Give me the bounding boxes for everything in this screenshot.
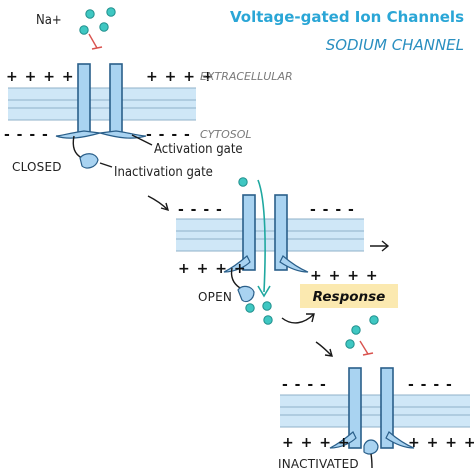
inactivation-gate-tether [72,135,83,159]
sodium-ion [245,303,255,313]
inactivation-gate-pointer [99,162,113,168]
membrane-continues-arrowhead [381,240,390,252]
state-label-closed: CLOSED [12,160,62,174]
sodium-ions-top [79,7,116,35]
positive-charge-inside: + + + + [178,261,247,277]
sodium-ion [79,25,89,35]
membrane [280,395,470,427]
extracellular-label: EXTRACELLULAR [200,70,293,83]
sodium-ion [106,7,116,17]
inactivation-gate-tether [230,267,241,289]
response-label: Response [313,289,386,305]
activation-gate-open [329,431,357,449]
activation-gate-label: Activation gate [154,142,243,157]
inactivation-gate [79,153,99,169]
inactivation-gate-plugged [363,439,379,455]
membrane-bilayer [8,87,196,121]
membrane-bilayer [280,394,470,428]
response-arrow [281,313,315,324]
response-box [300,284,398,308]
channel-subunit [77,63,91,135]
channel-subunit [109,63,123,135]
state-label-open: OPEN [198,290,232,304]
channel-subunit [242,194,256,271]
sodium-influx-arrow [257,179,266,293]
activation-gate-open [385,431,415,449]
step-arrowhead [324,348,333,357]
step-arrow [315,341,333,357]
negative-charge-inside: - - - - [4,127,49,143]
activation-gate-open [279,255,309,273]
negative-charge-outside: - - - - [408,377,453,393]
activation-gate [99,130,147,139]
activation-gate-pointer [131,134,153,146]
sodium-ion [351,325,361,335]
sodium-ion [369,315,379,325]
sodium-ion [345,339,355,349]
closed-state-panel: Na+ + + + + + + + + EXTRACELLULAR - - - … [4,7,293,180]
sodium-ion-label: Na+ [36,13,62,28]
positive-charge-outside: + + + + [6,69,75,85]
inactivation-gate [237,285,255,303]
membrane-bilayer [176,218,364,252]
inactivation-gate-label: Inactivation gate [114,165,213,180]
negative-charge-outside: - - - - [310,202,355,218]
cytosol-label: CYTOSOL [200,128,252,141]
positive-charge-inside: + + + + [310,268,379,284]
positive-charge-inside: + + + + [282,435,351,451]
negative-charge-outside: - - - - [282,377,327,393]
step-arrow [147,195,169,211]
membrane [176,219,364,251]
negative-charge-inside: - - - - [146,127,191,143]
open-state-panel: - - - - - - - - + + + + + + + + OPEN Res… [176,177,398,325]
diagram-subtitle: SODIUM CHANNEL [326,36,464,54]
channel-subunit [348,367,362,449]
positive-charge-inside: + + + + [408,435,474,451]
sodium-ion [263,315,273,325]
sodium-ion [238,177,248,187]
channel-subunit [380,367,394,449]
channel-subunit [274,194,288,271]
blocked-entry-bar [91,46,103,50]
sodium-ion [85,9,95,19]
sodium-ion [262,301,272,311]
state-label-inactivated: INACTIVATED [278,457,359,471]
diagram-title: Voltage-gated Ion Channels [230,8,464,26]
membrane [8,88,196,120]
activation-gate [55,130,101,139]
inactivation-gate-tether [370,453,373,469]
blocked-entry-mark [359,340,369,355]
activation-gate-open [223,255,251,273]
negative-charge-outside: - - - - [178,202,223,218]
blocked-entry-bar [362,352,374,356]
sodium-influx-arrowhead [257,285,271,298]
positive-charge-outside: + + + + [146,69,215,85]
blocked-entry-mark [88,33,98,49]
inactivated-state-panel: - - - - - - - - + + + + + + + + INACTIVA… [278,315,474,471]
response-arrowhead [306,313,315,323]
sodium-ion [99,22,109,32]
step-arrowhead [160,202,170,212]
